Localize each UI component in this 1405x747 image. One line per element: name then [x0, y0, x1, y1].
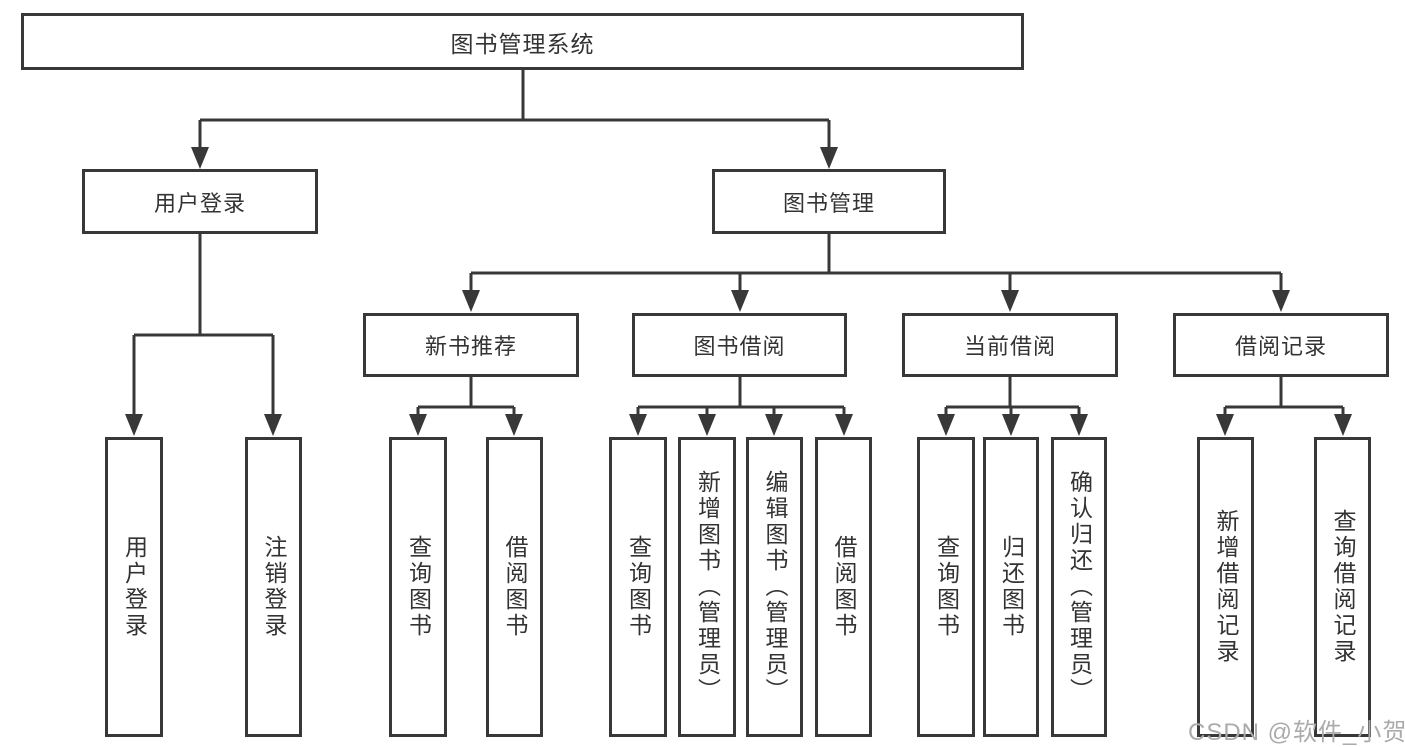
leaf-user-login: 用户登录: [105, 437, 163, 737]
arrowhead: [264, 414, 282, 436]
arrowhead: [125, 414, 143, 436]
node-current-borrow: 当前借阅: [902, 313, 1118, 377]
leaf-query-borrow-record: 查询借阅记录: [1314, 437, 1371, 737]
leaf-borrow-books: 借阅图书: [815, 437, 872, 737]
leaf-user-login-label: 用户登录: [121, 535, 148, 639]
arrowhead: [505, 414, 523, 436]
connector-bookborrow-to-leaves: [629, 377, 853, 436]
node-borrow-records: 借阅记录: [1173, 313, 1389, 377]
node-new-book-recommend: 新书推荐: [363, 313, 579, 377]
arrowhead: [937, 414, 955, 436]
arrowhead: [1001, 290, 1019, 312]
leaf-query-borrow-record-label: 查询借阅记录: [1330, 509, 1356, 665]
connector-userlogin-to-leaves: [125, 234, 282, 436]
leaf-borrow-books-recommend-label: 借阅图书: [502, 535, 528, 639]
leaf-logout-label: 注销登录: [261, 535, 287, 639]
node-user-login: 用户登录: [82, 169, 318, 234]
leaf-return-books-label: 归还图书: [998, 535, 1025, 639]
arrowhead: [835, 414, 853, 436]
node-root-system: 图书管理系统: [21, 13, 1024, 70]
arrowhead: [191, 147, 209, 169]
arrowhead: [1334, 414, 1352, 436]
arrowhead: [1070, 414, 1088, 436]
arrowhead: [820, 147, 838, 169]
leaf-query-books-recommend: 查询图书: [389, 437, 447, 737]
leaf-query-books-recommend-label: 查询图书: [405, 535, 432, 639]
arrowhead: [409, 414, 427, 436]
leaf-borrow-books-recommend: 借阅图书: [486, 437, 543, 737]
leaf-confirm-return-admin: 确认归还（管理员）: [1051, 437, 1107, 737]
arrowhead: [1272, 290, 1290, 312]
connector-root-to-level1: [191, 69, 838, 169]
connector-newbookrec-to-leaves: [409, 377, 523, 436]
csdn-watermark: CSDN @软件_小贺同学: [1188, 719, 1405, 746]
leaf-add-books-admin: 新增图书（管理员）: [678, 437, 736, 737]
node-book-borrow: 图书借阅: [632, 313, 847, 377]
arrowhead: [1216, 414, 1234, 436]
connector-bookmgmt-to-level2: [462, 234, 1290, 312]
leaf-edit-books-admin: 编辑图书（管理员）: [746, 437, 803, 737]
arrowhead: [731, 290, 749, 312]
leaf-query-books-current-label: 查询图书: [933, 535, 960, 639]
leaf-borrow-books-label: 借阅图书: [831, 535, 857, 639]
leaf-edit-books-admin-label: 编辑图书（管理员）: [762, 470, 788, 704]
leaf-return-books: 归还图书: [983, 437, 1039, 737]
arrowhead: [1002, 414, 1020, 436]
connector-borrowrecords-to-leaves: [1216, 377, 1352, 436]
arrowhead: [462, 290, 480, 312]
leaf-logout: 注销登录: [245, 437, 302, 737]
connector-currentborrow-to-leaves: [937, 377, 1088, 436]
leaf-add-borrow-record: 新增借阅记录: [1197, 437, 1254, 737]
leaf-add-books-admin-label: 新增图书（管理员）: [694, 470, 721, 704]
leaf-query-books-current: 查询图书: [917, 437, 975, 737]
arrowhead: [629, 414, 647, 436]
arrowhead: [698, 414, 716, 436]
leaf-query-books-borrow: 查询图书: [609, 437, 667, 737]
leaf-confirm-return-admin-label: 确认归还（管理员）: [1066, 470, 1093, 704]
node-book-management: 图书管理: [712, 169, 946, 234]
leaf-add-borrow-record-label: 新增借阅记录: [1213, 509, 1239, 665]
leaf-query-books-borrow-label: 查询图书: [625, 535, 652, 639]
arrowhead: [765, 414, 783, 436]
